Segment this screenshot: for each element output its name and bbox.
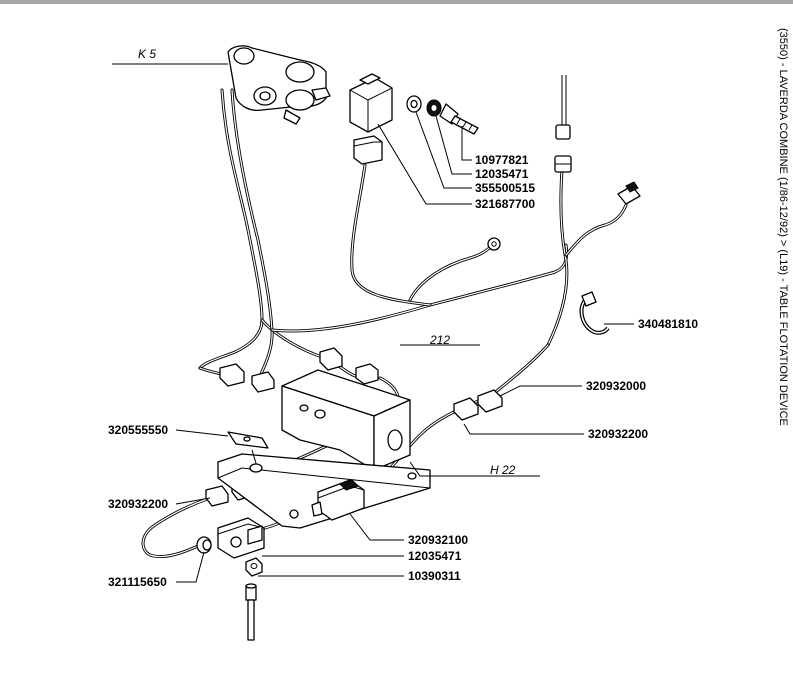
label-321687700: 321687700 bbox=[475, 197, 535, 211]
label-320932000: 320932000 bbox=[586, 379, 646, 393]
bolt-stack bbox=[406, 95, 479, 135]
label-12035471-top: 12035471 bbox=[475, 167, 529, 181]
sensor-block bbox=[196, 517, 265, 559]
label-320932100: 320932100 bbox=[408, 533, 468, 547]
label-k5: K 5 bbox=[138, 47, 156, 61]
label-340481810: 340481810 bbox=[638, 317, 698, 331]
label-355500515: 355500515 bbox=[475, 181, 535, 195]
top-bar bbox=[0, 0, 793, 4]
label-10390311: 10390311 bbox=[408, 569, 461, 583]
inline-connectors bbox=[205, 347, 503, 507]
k5-switch-assembly bbox=[227, 45, 331, 125]
part-labels: K 5 212 H 22 10977821 12035471 355500515… bbox=[108, 47, 698, 589]
label-320555550: 320555550 bbox=[108, 423, 168, 437]
label-320932200-left: 320932200 bbox=[108, 497, 168, 511]
ring-terminal bbox=[487, 237, 501, 251]
side-title: (3550) - LAVERDA COMBINE (1/86-12/92) > … bbox=[777, 28, 789, 426]
cable-clip-340481810 bbox=[579, 291, 610, 335]
bottom-fasteners bbox=[245, 557, 263, 641]
right-top-connectors bbox=[554, 75, 641, 205]
label-212: 212 bbox=[429, 333, 450, 347]
label-320932200-right: 320932200 bbox=[588, 427, 648, 441]
label-12035471-bottom: 12035471 bbox=[408, 549, 462, 563]
relay-321687700 bbox=[349, 73, 393, 165]
label-321115650: 321115650 bbox=[108, 575, 167, 589]
label-10977821: 10977821 bbox=[475, 153, 529, 167]
label-h22: H 22 bbox=[490, 463, 516, 477]
switch-320932100 bbox=[311, 479, 365, 521]
leader-lines bbox=[112, 63, 634, 583]
